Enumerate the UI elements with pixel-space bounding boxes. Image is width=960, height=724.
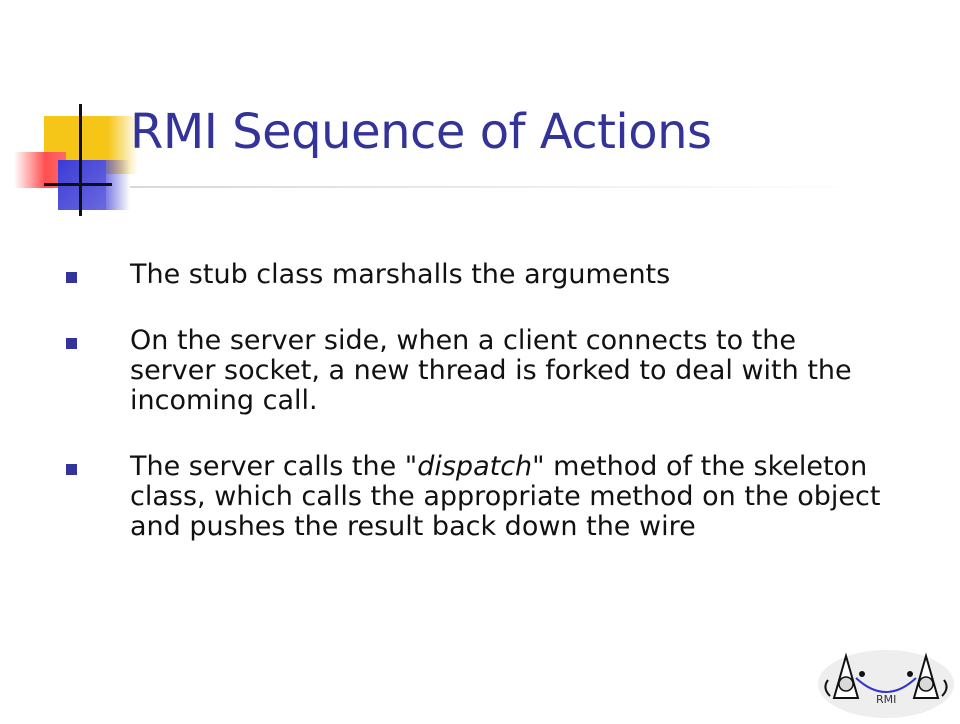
bullet-item: The server calls the "dispatch" method o… — [66, 452, 886, 542]
rmi-logo-graphic — [818, 650, 954, 718]
rmi-duke-logo-icon: RMI — [816, 636, 956, 720]
bullet-marker — [66, 464, 77, 475]
bullet-text: On the server side, when a client connec… — [130, 325, 852, 416]
logo-label: RMI — [876, 693, 897, 706]
bullet-item: The stub class marshalls the arguments — [66, 260, 886, 290]
ornament-horizontal-line — [44, 183, 112, 186]
corner-ornament — [0, 0, 140, 230]
slide-title: RMI Sequence of Actions — [130, 104, 712, 160]
bullet-text: The stub class marshalls the arguments — [130, 259, 671, 290]
bullet-text-emphasis: dispatch — [417, 451, 533, 482]
bullet-text-suffix: " method of the skeleton class, which ca… — [130, 451, 881, 542]
title-underline — [130, 186, 870, 188]
bullet-text: The server calls the "dispatch" method o… — [130, 452, 886, 542]
ornament-red-bar — [14, 152, 66, 188]
bullet-list: The stub class marshalls the arguments O… — [66, 260, 886, 578]
ornament-vertical-line — [79, 104, 82, 216]
bullet-marker — [66, 272, 77, 283]
bullet-text-prefix: The server calls the " — [130, 451, 418, 482]
bullet-item: On the server side, when a client connec… — [66, 326, 886, 416]
bullet-marker — [66, 338, 77, 349]
